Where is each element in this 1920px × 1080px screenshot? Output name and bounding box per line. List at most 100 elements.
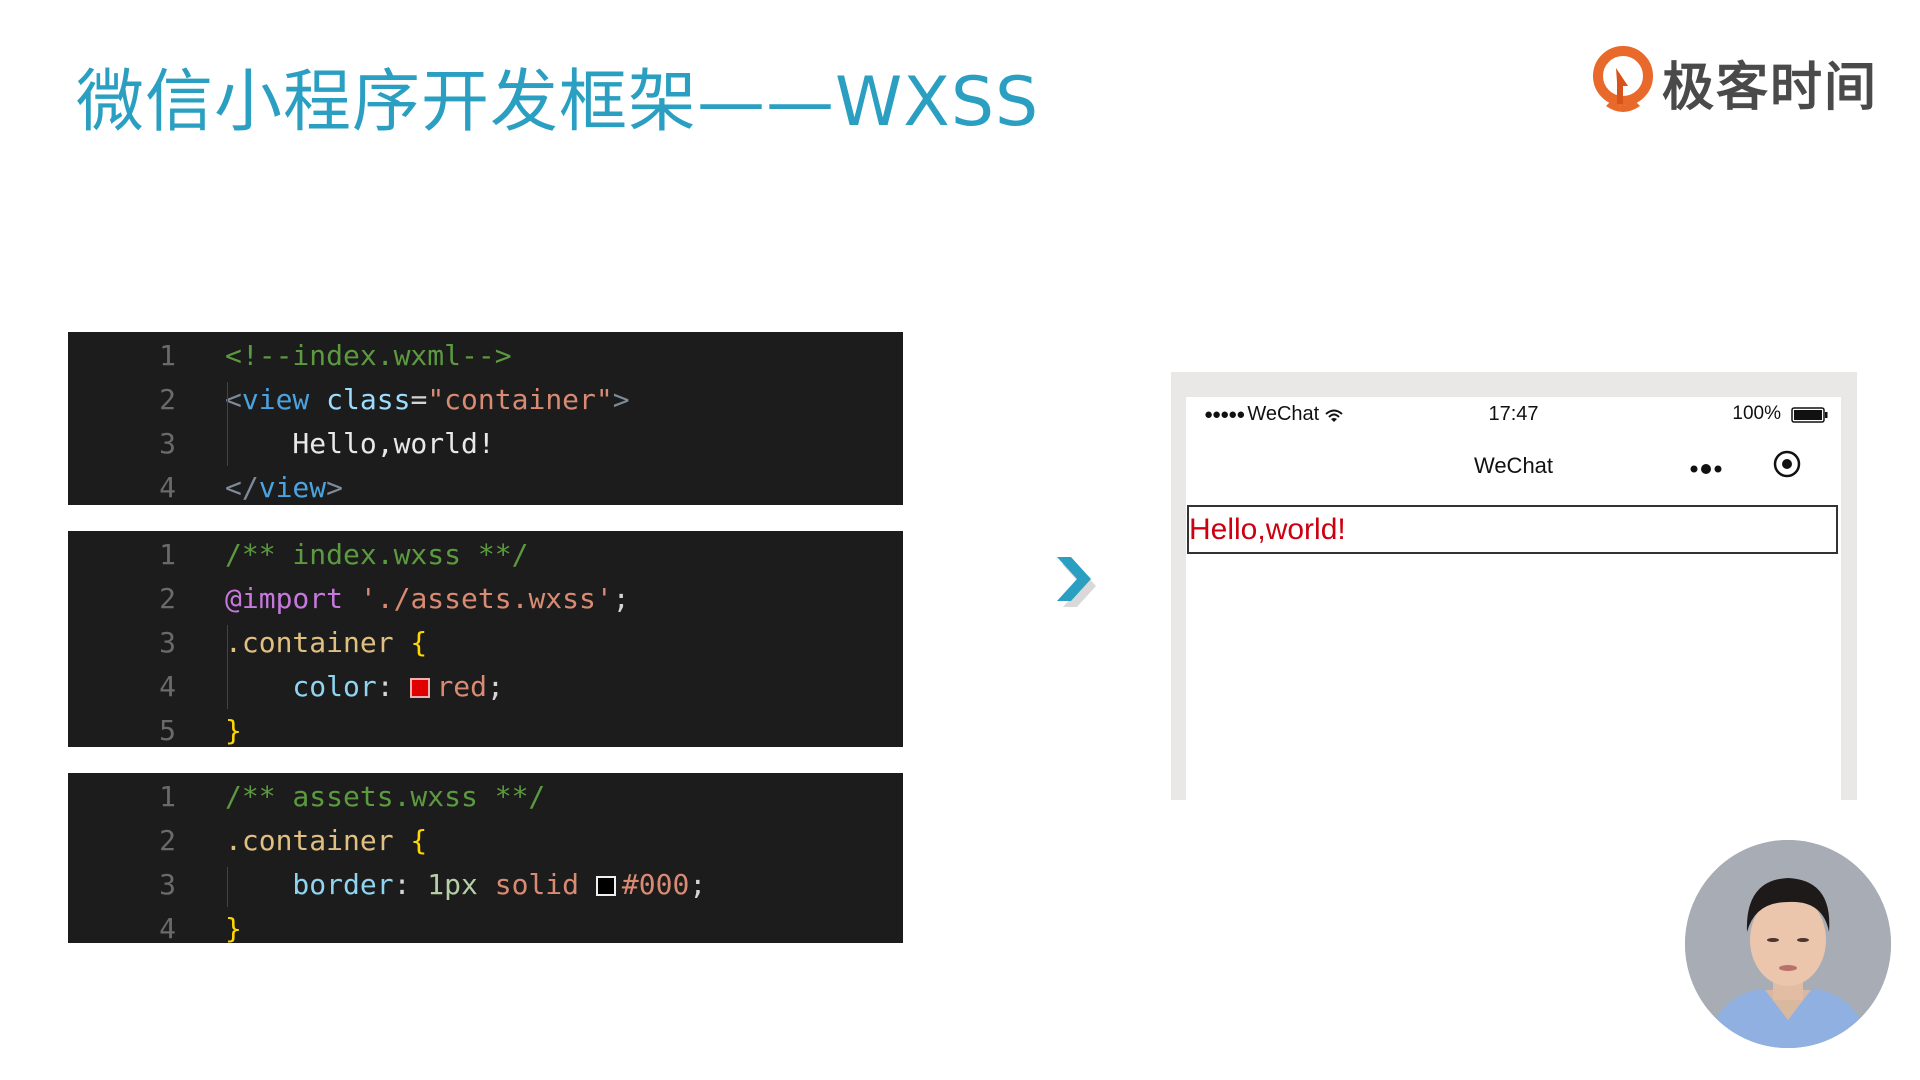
code-text: .container { [225,819,427,863]
code-token: ; [612,582,630,615]
code-line: 3 Hello,world! [68,422,903,466]
code-token: view [258,471,327,504]
line-number: 1 [159,538,176,571]
code-text: border: 1px solid #000; [225,863,706,907]
code-token: solid [477,868,596,901]
phone-mockup: ●●●●● WeChat 17:47 100% WeChat [1171,372,1857,800]
code-token: /** assets.wxss **/ [225,780,546,813]
container-view: Hello,world! [1187,505,1838,554]
code-token: { [393,824,428,857]
indent-guide [227,382,228,466]
code-token: "container" [427,383,613,416]
code-token: < [225,383,242,416]
signal-icon: ●●●●● [1204,406,1245,423]
code-token: /** index.wxss **/ [225,538,529,571]
code-text: color: red; [225,665,504,709]
code-token: .container [225,626,394,659]
code-line: 4 color: red; [68,665,903,709]
code-text: /** index.wxss **/ [225,533,528,577]
battery-percent: 100% [1732,403,1781,424]
code-line: 2 <view class="container"> [68,378,903,422]
code-token: red [436,670,488,703]
code-token: : [376,670,411,703]
code-line: 1 <!--index.wxml--> [68,334,903,378]
code-token: </ [225,471,259,504]
code-token: color [225,670,377,703]
code-text: .container { [225,621,427,665]
code-text: @import './assets.wxss'; [225,577,630,621]
code-text: <view class="container"> [225,378,630,422]
hello-text: Hello,world! [1189,513,1346,546]
code-text: <!--index.wxml--> [225,334,512,378]
line-number: 4 [159,471,176,504]
code-block-index-wxss: 1 /** index.wxss **/ 2 @import './assets.wx… [68,531,903,747]
code-token: > [326,471,344,504]
code-token: : [393,868,428,901]
line-number: 2 [159,582,176,615]
nav-bar: WeChat [1186,435,1841,497]
code-line: 5} [68,709,903,753]
code-token: = [410,383,428,416]
line-number: 1 [159,780,176,813]
code-token: ; [487,670,504,703]
line-number: 3 [159,427,176,460]
line-number: 2 [159,824,176,857]
code-line: 2 @import './assets.wxss'; [68,577,903,621]
nav-title: WeChat [1473,453,1554,478]
carrier-label: WeChat [1247,403,1320,425]
code-token: { [393,626,428,659]
more-icon[interactable] [1689,455,1723,481]
code-token: border [225,868,394,901]
code-token: @import [225,582,344,615]
line-number: 2 [159,383,176,416]
code-token: .container [225,824,394,857]
code-text: } [225,907,242,951]
chevron-right-icon [1053,555,1098,608]
code-line: 4 </view> [68,466,903,510]
line-number: 3 [159,626,176,659]
capsule-close-icon[interactable] [1772,449,1802,479]
code-text: </view> [225,466,343,510]
code-text: /** assets.wxss **/ [225,775,545,819]
code-token [309,383,326,416]
geektime-logo: 极客时间 [1592,44,1878,120]
code-token: './assets.wxss' [343,582,613,615]
status-time: 17:47 [1488,403,1539,425]
code-token: Hello,world! [225,427,495,460]
code-line: 4} [68,907,903,951]
line-number: 1 [159,339,176,372]
code-token: #000 [621,868,690,901]
code-text: } [225,709,242,753]
indent-guide [227,867,228,907]
line-number: 5 [159,714,176,747]
geektime-logo-icon [1592,46,1654,118]
code-block-assets-wxss: 1/** assets.wxss **/2.container {3 borde… [68,773,903,945]
code-line: 3 border: 1px solid #000; [68,863,903,907]
code-line: 2 .container { [68,819,903,863]
presenter-avatar [1685,840,1891,1048]
code-token: } [225,714,242,747]
code-token: 1px [427,868,478,901]
line-number: 3 [159,868,176,901]
code-line: 1 /** index.wxss **/ [68,533,903,577]
code-token: } [225,912,242,945]
code-text: Hello,world! [225,422,495,466]
logo-text: 极客时间 [1662,57,1879,118]
battery-full-icon [1791,406,1829,423]
code-line: 1 /** assets.wxss **/ [68,775,903,819]
status-bar: ●●●●● WeChat 17:47 100% [1186,397,1841,433]
code-token: view [241,383,310,416]
line-number: 4 [159,670,176,703]
indent-guide [227,625,228,709]
code-block-index-wxml: 1<!--index.wxml-->2<view class="containe… [68,332,903,505]
color-swatch-icon [410,678,431,698]
code-token: class [326,383,411,416]
code-token: ; [689,868,707,901]
line-number: 4 [159,912,176,945]
code-line: 3 .container { [68,621,903,665]
color-swatch-icon [595,876,616,896]
code-token: > [612,383,630,416]
wifi-icon [1325,407,1343,423]
code-token: <!--index.wxml--> [225,339,512,372]
slide-title: 微信小程序开发框架——WXSS [76,63,1040,142]
